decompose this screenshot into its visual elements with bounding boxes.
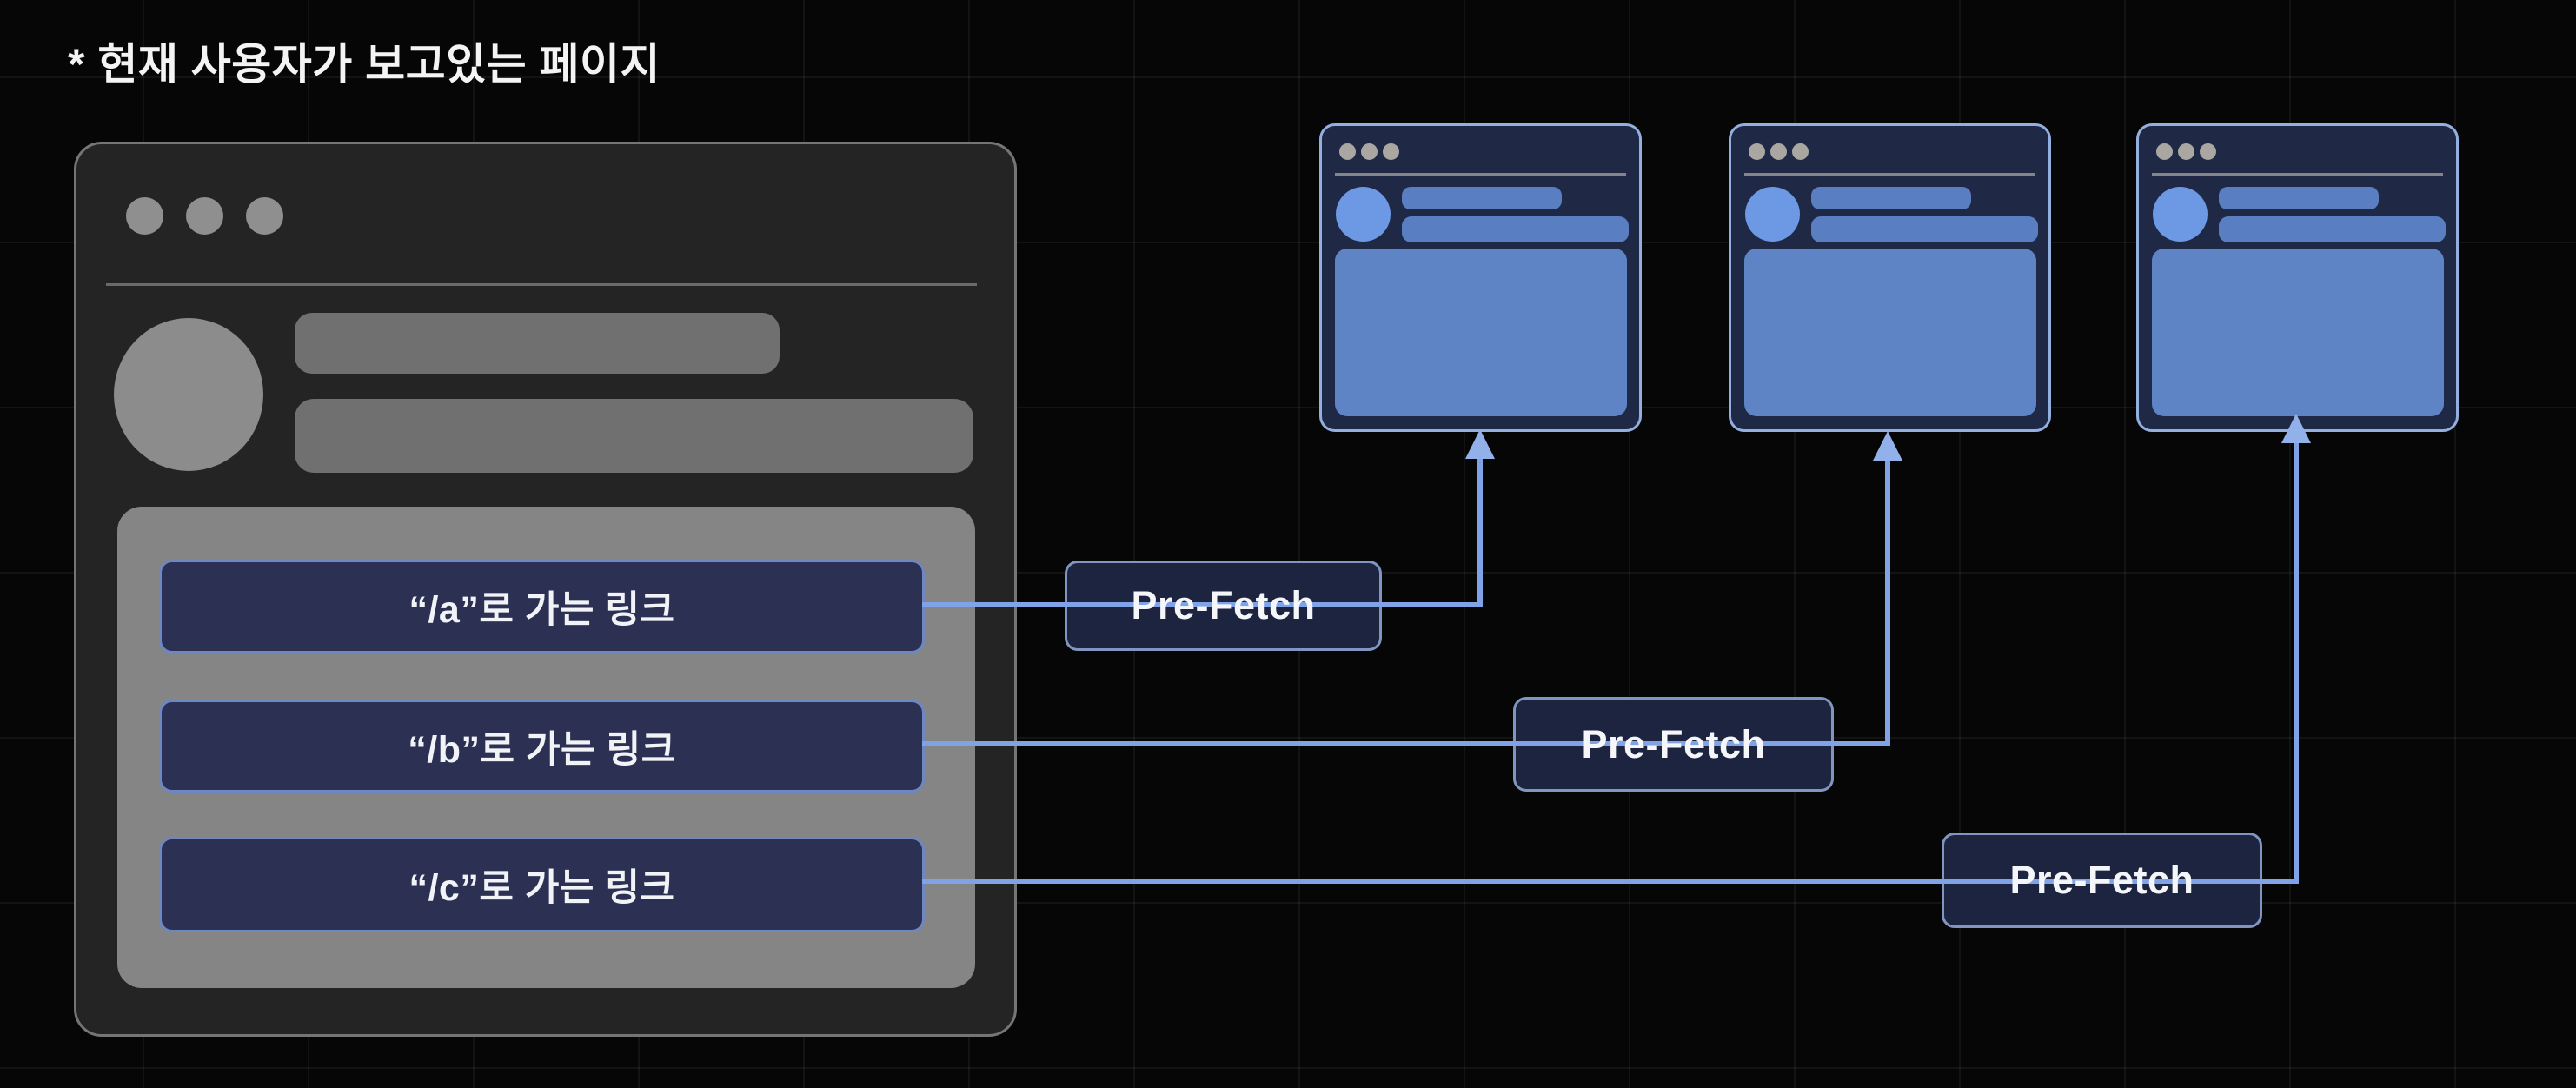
prefetch-box-b: Pre-Fetch bbox=[1513, 697, 1834, 792]
window-control-dot-icon bbox=[1749, 143, 1765, 160]
prefetched-page-card-a bbox=[1319, 123, 1642, 432]
prefetch-label: Pre-Fetch bbox=[1581, 721, 1766, 766]
avatar-placeholder bbox=[1745, 187, 1800, 242]
prefetch-label: Pre-Fetch bbox=[1131, 583, 1316, 627]
content-placeholder bbox=[1744, 249, 2036, 416]
window-control-dot-icon bbox=[1792, 143, 1809, 160]
link-button-c: “/c”로 가는 링크 bbox=[159, 837, 925, 932]
content-placeholder bbox=[2152, 249, 2444, 416]
prefetched-page-card-c bbox=[2136, 123, 2459, 432]
text-skeleton-bar bbox=[1811, 216, 2038, 242]
window-control-dot-icon bbox=[126, 197, 163, 235]
arrow-line-c bbox=[922, 440, 2299, 884]
text-skeleton-bar bbox=[2219, 187, 2379, 209]
window-control-dot-icon bbox=[1770, 143, 1787, 160]
text-skeleton-bar bbox=[1811, 187, 1971, 209]
avatar-placeholder bbox=[1336, 187, 1391, 242]
window-control-dot-icon bbox=[1361, 143, 1378, 160]
prefetch-label: Pre-Fetch bbox=[2009, 858, 2194, 902]
text-skeleton-bar bbox=[1402, 216, 1629, 242]
text-skeleton-bar bbox=[295, 313, 780, 374]
card-toolbar-divider bbox=[1744, 173, 2035, 176]
avatar-placeholder bbox=[114, 318, 263, 471]
window-control-dot-icon bbox=[2200, 143, 2216, 160]
link-button-a: “/a”로 가는 링크 bbox=[159, 560, 925, 653]
link-button-b: “/b”로 가는 링크 bbox=[159, 700, 925, 793]
content-placeholder bbox=[1335, 249, 1627, 416]
prefetch-box-a: Pre-Fetch bbox=[1065, 561, 1382, 651]
text-skeleton-bar bbox=[295, 399, 973, 473]
window-control-dot-icon bbox=[1383, 143, 1399, 160]
avatar-placeholder bbox=[2153, 187, 2208, 242]
window-control-dot-icon bbox=[2156, 143, 2173, 160]
page-title: * 현재 사용자가 보고있는 페이지 bbox=[68, 40, 661, 89]
window-control-dot-icon bbox=[2178, 143, 2194, 160]
window-control-dot-icon bbox=[1339, 143, 1356, 160]
prefetch-box-c: Pre-Fetch bbox=[1942, 833, 2262, 928]
card-toolbar-divider bbox=[1335, 173, 1626, 176]
text-skeleton-bar bbox=[1402, 187, 1562, 209]
current-page-window: “/a”로 가는 링크 “/b”로 가는 링크 “/c”로 가는 링크 bbox=[74, 142, 1017, 1037]
arrowhead-b-icon bbox=[1873, 431, 1902, 461]
prefetched-page-card-b bbox=[1729, 123, 2051, 432]
arrowhead-a-icon bbox=[1465, 429, 1495, 459]
window-toolbar-divider bbox=[106, 283, 977, 286]
text-skeleton-bar bbox=[2219, 216, 2446, 242]
window-control-dot-icon bbox=[246, 197, 283, 235]
window-control-dot-icon bbox=[186, 197, 223, 235]
card-toolbar-divider bbox=[2152, 173, 2443, 176]
link-list-panel: “/a”로 가는 링크 “/b”로 가는 링크 “/c”로 가는 링크 bbox=[117, 507, 975, 988]
